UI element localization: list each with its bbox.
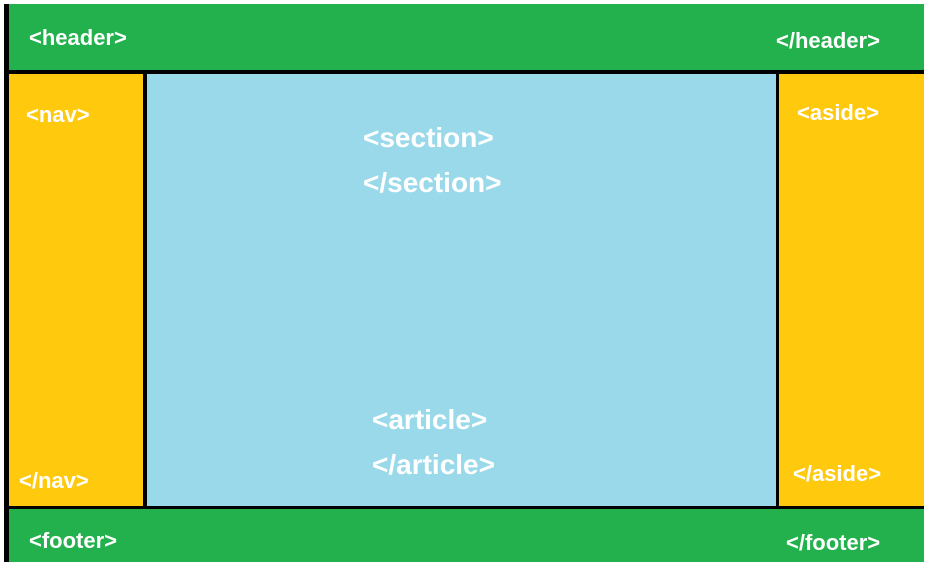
nav-open-label: <nav> xyxy=(26,102,90,127)
aside-close-label: </aside> xyxy=(793,461,882,486)
article-close-label: </article> xyxy=(372,449,495,480)
layout-diagram: <header> </header> <nav> </nav> <section… xyxy=(4,4,924,562)
header-open-label: <header> xyxy=(29,25,127,50)
nav-region: <nav> </nav> xyxy=(9,74,143,506)
header-region: <header> </header> xyxy=(9,4,924,70)
main-content-region: <section> </section> <article> </article… xyxy=(147,74,776,506)
section-open-label: <section> xyxy=(363,122,494,153)
nav-close-label: </nav> xyxy=(19,468,89,493)
header-close-label: </header> xyxy=(776,28,880,53)
footer-open-label: <footer> xyxy=(29,528,118,553)
article-open-label: <article> xyxy=(372,404,488,435)
footer-region: <footer> </footer> xyxy=(9,509,924,562)
aside-open-label: <aside> xyxy=(797,100,879,125)
aside-region: <aside> </aside> xyxy=(779,74,924,506)
section-close-label: </section> xyxy=(363,167,502,198)
footer-close-label: </footer> xyxy=(786,530,881,555)
